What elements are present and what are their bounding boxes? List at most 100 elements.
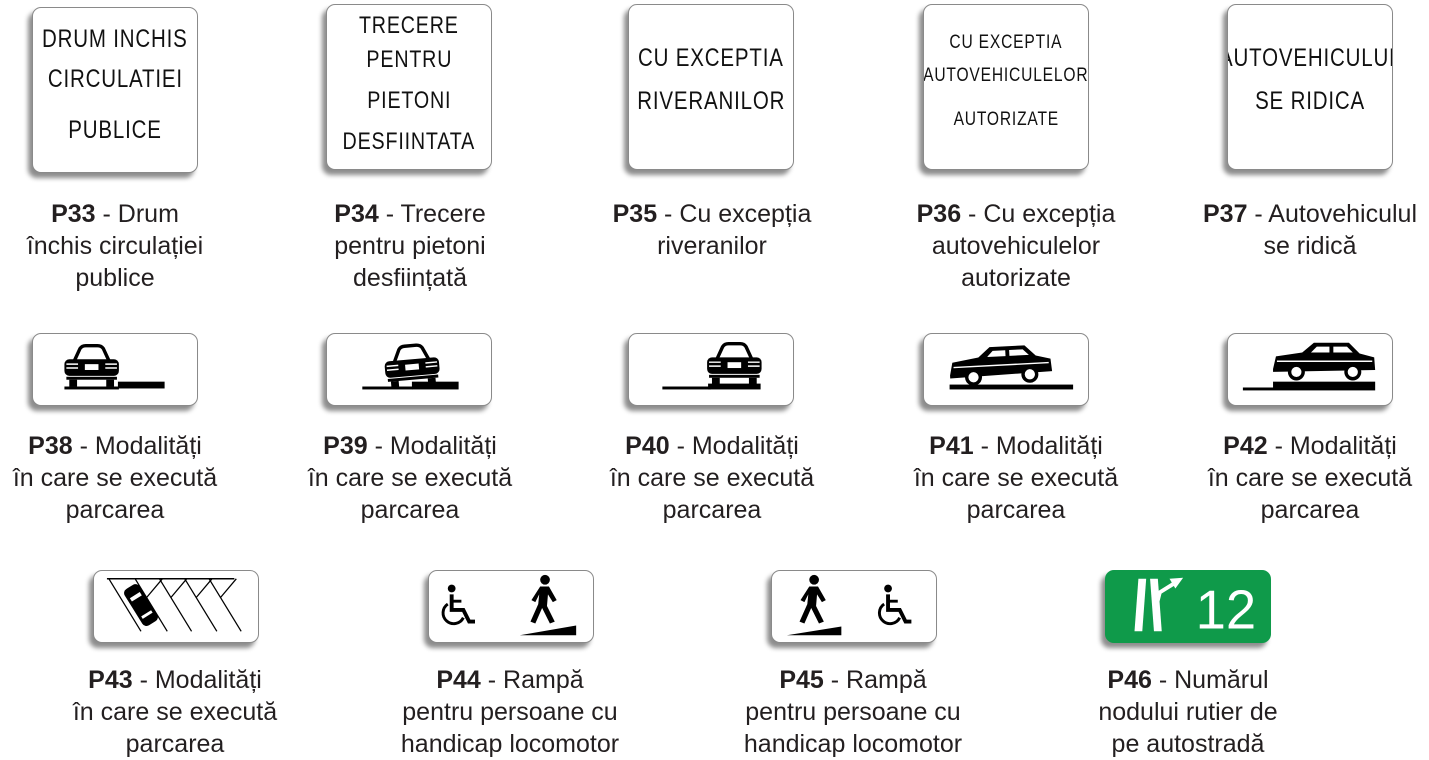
pedestrian-ramp-wheelchair-icon: [786, 574, 912, 636]
sign-code: P37: [1202, 200, 1248, 228]
caption-line: P42 - Modalități: [1160, 430, 1429, 462]
caption-text: parcarea: [662, 496, 762, 524]
caption-line: pentru persoane cu: [360, 696, 660, 728]
caption-text: riveranilor: [657, 232, 767, 260]
caption-line: P35 - Cu excepția: [562, 198, 862, 230]
sign-p37: AUTOVEHICULUL SE RIDICA: [1227, 4, 1393, 170]
sign-text-line: CU EXCEPTIA: [638, 44, 784, 72]
caption-line: închis circulației: [0, 230, 265, 262]
car-side-half-sidewalk-icon: [949, 345, 1074, 390]
caption-text: - Rampă: [823, 666, 927, 694]
caption-text: - Modalități: [132, 666, 262, 694]
caption-line: în care se execută: [562, 462, 862, 494]
caption-text: handicap locomotor: [400, 730, 620, 758]
sign-p39: [326, 333, 492, 406]
sign-code: P35: [612, 200, 658, 228]
sign-text-line: SE RIDICA: [1255, 87, 1365, 115]
caption-text: - Modalități: [973, 432, 1103, 460]
caption-line: P40 - Modalități: [562, 430, 862, 462]
sign-p44: [428, 570, 594, 643]
sign-code: P34: [334, 200, 379, 228]
caption-line: pentru pietoni: [260, 230, 560, 262]
caption-text: parcarea: [125, 730, 225, 758]
caption-line: parcarea: [866, 494, 1166, 526]
caption-text: - Autovehiculul: [1247, 200, 1418, 228]
caption-text: în care se execută: [12, 464, 218, 492]
caption-text: închis circulației: [26, 232, 204, 260]
caption-line: handicap locomotor: [360, 728, 660, 760]
caption-text: desființată: [353, 264, 467, 292]
car-front-on-sidewalk-icon: [662, 342, 762, 390]
sign-text-line: PENTRU: [366, 46, 452, 73]
caption-text: parcarea: [1260, 496, 1360, 524]
sign-text-line: DRUM INCHIS: [42, 24, 188, 53]
sign-code: P40: [625, 432, 670, 460]
caption-line: P44 - Rampă: [360, 664, 660, 696]
sign-p46: 12: [1105, 570, 1271, 643]
sign-text-line: RIVERANILOR: [637, 87, 786, 115]
sign-text-line: DESFIINTATA: [342, 128, 476, 155]
sign-code: P45: [779, 666, 824, 694]
caption-line: publice: [0, 262, 265, 294]
caption-text: pe autostradă: [1111, 730, 1265, 758]
caption-text: parcarea: [65, 496, 165, 524]
caption-line: în care se execută: [866, 462, 1166, 494]
sign-code: P46: [1107, 666, 1152, 694]
caption-line: P45 - Rampă: [703, 664, 1003, 696]
sign-p35: CU EXCEPTIA RIVERANILOR: [628, 4, 794, 170]
caption-text: - Trecere: [378, 200, 486, 228]
caption-line: în care se execută: [1160, 462, 1429, 494]
caption-text: - Modalități: [669, 432, 799, 460]
caption-text: - Modalități: [72, 432, 202, 460]
caption-text: pentru pietoni: [334, 232, 486, 260]
caption-text: - Modalități: [367, 432, 497, 460]
caption-line: P38 - Modalități: [0, 430, 265, 462]
caption-line: parcarea: [562, 494, 862, 526]
caption-text: autovehiculelor: [931, 232, 1101, 260]
caption-line: desființată: [260, 262, 560, 294]
sign-code: P42: [1223, 432, 1268, 460]
caption-text: în care se execută: [307, 464, 513, 492]
caption-line: P36 - Cu excepția: [866, 198, 1166, 230]
caption-text: - Numărul: [1151, 666, 1269, 694]
caption-line: pentru persoane cu: [703, 696, 1003, 728]
caption-text: parcarea: [966, 496, 1066, 524]
caption-text: - Cu excepția: [657, 200, 812, 228]
sign-p43: [93, 570, 259, 643]
caption-text: în care se execută: [609, 464, 815, 492]
sign-code: P38: [28, 432, 73, 460]
caption-line: în care se execută: [25, 696, 325, 728]
sign-code: P41: [929, 432, 974, 460]
caption-line: autorizate: [866, 262, 1166, 294]
sign-p40: [628, 333, 794, 406]
caption-text: - Drum: [95, 200, 179, 228]
caption-text: - Rampă: [480, 666, 584, 694]
sign-text-line: CU EXCEPTIA: [949, 32, 1063, 53]
caption-text: - Modalități: [1267, 432, 1397, 460]
caption-text: autorizate: [961, 264, 1071, 292]
caption-text: parcarea: [360, 496, 460, 524]
car-front-sidewalk-right-icon: [64, 343, 165, 390]
caption-line: nodului rutier de: [1038, 696, 1338, 728]
wheelchair-pedestrian-ramp-icon: [441, 574, 577, 636]
sign-p41: [923, 333, 1089, 406]
caption-line: în care se execută: [260, 462, 560, 494]
sign-p38: [32, 333, 198, 406]
caption-text: - Cu excepția: [961, 200, 1116, 228]
sign-text-line: AUTOVEHICULUL: [1227, 44, 1393, 72]
caption-line: P43 - Modalități: [25, 664, 325, 696]
car-front-half-sidewalk-icon: [362, 343, 459, 390]
sign-p42: [1227, 333, 1393, 406]
